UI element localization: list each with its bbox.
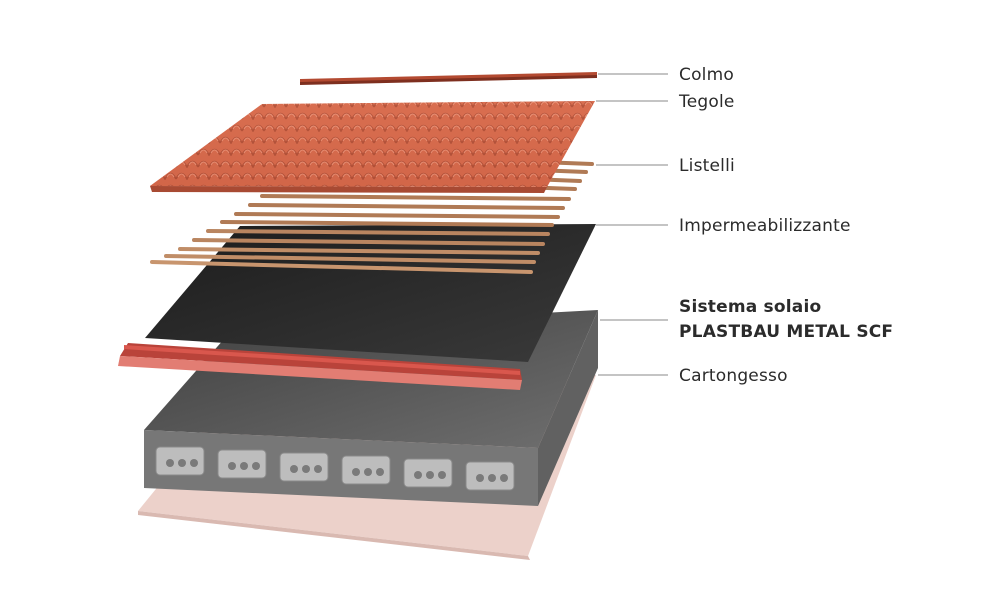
tiles-layer <box>150 101 595 193</box>
layer-labels: Colmo Tegole Listelli Impermeabilizzante… <box>678 65 893 386</box>
label-colmo: Colmo <box>679 65 734 85</box>
label-cartongesso: Cartongesso <box>679 366 788 386</box>
label-impermeabilizzante: Impermeabilizzante <box>679 216 851 236</box>
label-sistema-solaio: Sistema solaio <box>679 297 821 317</box>
label-plastbau-metal-scf: PLASTBAU METAL SCF <box>679 322 893 342</box>
battens-layer <box>150 160 594 274</box>
leader-lines <box>596 73 668 376</box>
label-tegole: Tegole <box>678 92 735 112</box>
slab-pipe-holes <box>166 459 508 482</box>
label-listelli: Listelli <box>679 156 735 176</box>
ridge-layer <box>300 72 597 85</box>
flashing-profile <box>118 343 522 390</box>
